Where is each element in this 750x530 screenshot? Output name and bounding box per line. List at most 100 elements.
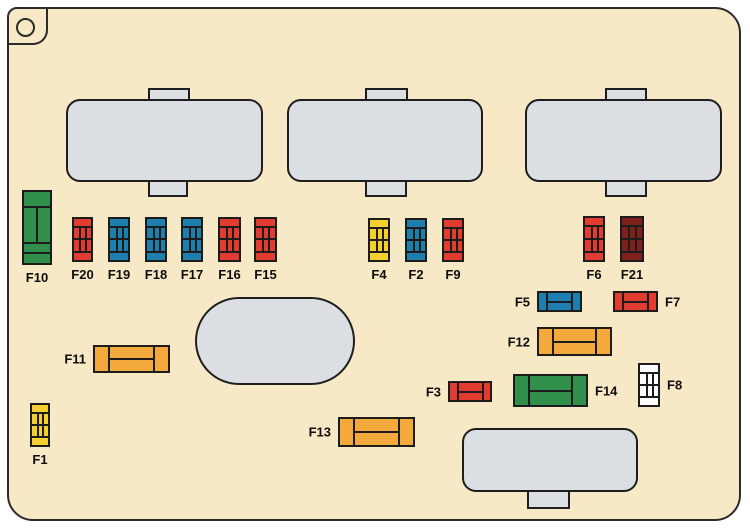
fuse-line xyxy=(481,383,484,400)
fuse-line xyxy=(110,225,128,228)
connector-oval xyxy=(195,297,355,385)
relay-socket-2 xyxy=(287,99,483,182)
fuse-line xyxy=(444,226,462,229)
fuse-label-f4: F4 xyxy=(371,267,387,282)
fuse-line xyxy=(397,419,400,445)
fuse-line xyxy=(571,376,574,405)
fuse-f1 xyxy=(30,403,50,447)
fuse-line xyxy=(457,390,482,393)
fuse-line xyxy=(595,329,598,354)
fuse-line xyxy=(183,225,201,228)
fuse-label-f21: F21 xyxy=(620,267,644,282)
fuse-line xyxy=(571,293,574,310)
fuse-label-f14: F14 xyxy=(595,383,618,398)
fuse-line xyxy=(647,293,650,310)
fuse-line xyxy=(370,226,388,229)
fuse-line xyxy=(110,250,128,253)
fuse-label-f1: F1 xyxy=(32,452,48,467)
mounting-corner-tab xyxy=(7,7,48,45)
fuse-line xyxy=(183,238,201,241)
fuse-f13 xyxy=(338,417,415,447)
fuse-line xyxy=(24,241,50,244)
fuse-line xyxy=(407,226,425,229)
fuse-line xyxy=(640,396,658,399)
fuse-label-f16: F16 xyxy=(218,267,241,282)
fuse-label-f6: F6 xyxy=(586,267,602,282)
fuse-label-f19: F19 xyxy=(107,267,131,282)
fuse-f10 xyxy=(22,190,52,265)
fuse-line xyxy=(36,206,39,242)
fuse-f3 xyxy=(448,381,492,402)
fuse-line xyxy=(640,383,658,386)
fuse-line xyxy=(585,250,603,253)
fuse-label-f3: F3 xyxy=(425,384,441,399)
relay-socket-1-tab-bottom xyxy=(148,178,188,197)
relay-socket-1 xyxy=(66,99,263,182)
fuse-line xyxy=(585,237,603,240)
fuse-label-f18: F18 xyxy=(144,267,168,282)
fuse-line xyxy=(74,225,91,228)
fuse-line xyxy=(527,389,572,392)
fuse-line xyxy=(370,238,388,241)
fuse-line xyxy=(407,251,425,254)
fuse-f12 xyxy=(537,327,612,356)
mounting-hole-icon xyxy=(16,18,35,37)
fuse-f14 xyxy=(513,374,588,407)
fuse-label-f11: F11 xyxy=(64,351,86,367)
fuse-line xyxy=(640,371,658,374)
fuse-label-f20: F20 xyxy=(71,267,94,282)
fuse-line xyxy=(220,238,239,241)
fuse-line xyxy=(147,250,165,253)
fuse-f17 xyxy=(181,217,203,262)
fuse-f11 xyxy=(93,345,170,373)
fuse-label-f7: F7 xyxy=(665,294,681,309)
fuse-label-f8: F8 xyxy=(667,377,683,393)
fuse-f15 xyxy=(254,217,277,262)
fuse-line xyxy=(256,250,275,253)
fuse-line xyxy=(74,238,91,241)
fuse-line xyxy=(74,250,91,253)
fuse-line xyxy=(551,340,596,343)
fuse-line xyxy=(108,358,153,361)
fuse-label-f10: F10 xyxy=(25,270,49,285)
fuse-label-f13: F13 xyxy=(308,424,331,440)
fuse-f9 xyxy=(442,218,464,262)
fuse-label-f9: F9 xyxy=(445,267,461,282)
fuse-f2 xyxy=(405,218,427,262)
fuse-f16 xyxy=(218,217,241,262)
fuse-label-f5: F5 xyxy=(514,294,530,309)
fuse-f4 xyxy=(368,218,390,262)
fuse-f6 xyxy=(583,216,605,262)
fuse-line xyxy=(407,238,425,241)
fuse-line xyxy=(152,347,155,371)
fuse-line xyxy=(24,252,50,255)
fuse-line xyxy=(444,238,462,241)
fuse-line xyxy=(220,225,239,228)
fuse-line xyxy=(546,300,572,303)
fuse-label-f15: F15 xyxy=(254,267,277,282)
connector-bottom-tab-bottom xyxy=(527,488,570,509)
fuse-f20 xyxy=(72,217,93,262)
fuse-line xyxy=(183,250,201,253)
fuse-label-f12: F12 xyxy=(507,334,530,349)
fuse-line xyxy=(256,238,275,241)
fuse-line xyxy=(444,251,462,254)
fuse-line xyxy=(585,225,603,228)
fuse-line xyxy=(256,225,275,228)
fuse-line xyxy=(370,251,388,254)
connector-bottom xyxy=(462,428,638,492)
fuse-f8 xyxy=(638,363,660,407)
fuse-label-f17: F17 xyxy=(180,267,204,282)
fuse-f5 xyxy=(537,291,582,312)
fuse-label-f2: F2 xyxy=(408,267,424,282)
fuse-line xyxy=(110,238,128,241)
fuse-line xyxy=(622,225,642,228)
relay-socket-3 xyxy=(525,99,722,182)
fuse-line xyxy=(220,250,239,253)
fuse-line xyxy=(147,238,165,241)
relay-socket-3-tab-bottom xyxy=(605,178,647,197)
fuse-f19 xyxy=(108,217,130,262)
fuse-line xyxy=(32,436,48,439)
fuse-line xyxy=(32,411,48,414)
